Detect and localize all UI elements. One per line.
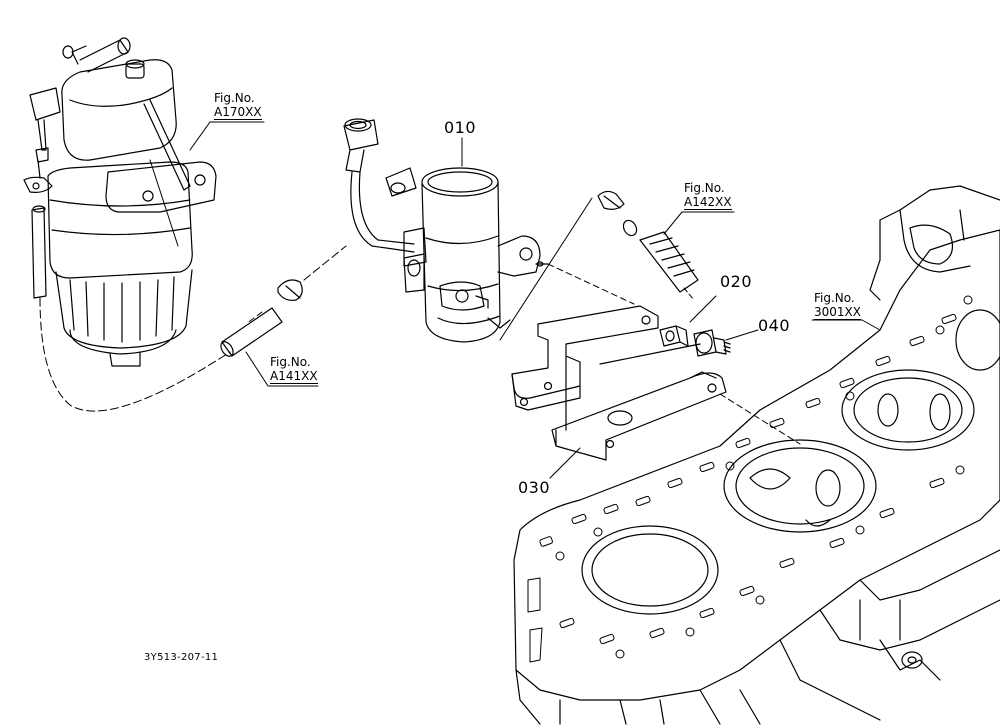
- fig-ref-3001-prefix: Fig.No.: [814, 291, 855, 305]
- fig-ref-a170-code: A170XX: [214, 105, 262, 120]
- fuel-filter-assembly: [24, 38, 230, 411]
- nut-020: [660, 326, 688, 346]
- cylinder-head: [514, 186, 1000, 724]
- fig-ref-a141-prefix: Fig.No.: [270, 355, 311, 369]
- part-number-040[interactable]: 040: [758, 316, 791, 335]
- fig-ref-3001-code: 3001XX: [814, 305, 861, 320]
- fig-ref-a141-code: A141XX: [270, 369, 318, 384]
- fuel-pump: [344, 119, 634, 342]
- leader-a142: [664, 212, 734, 234]
- leader-a170: [190, 122, 264, 150]
- fig-ref-a141[interactable]: Fig.No. A141XX: [270, 356, 318, 384]
- leader-040: [726, 330, 758, 340]
- fuel-pipe-clamp: [218, 246, 346, 358]
- fig-ref-a142-prefix: Fig.No.: [684, 181, 725, 195]
- leader-020: [690, 296, 716, 322]
- part-number-030[interactable]: 030: [518, 478, 551, 497]
- drawing-code: 3Y513-207-11: [144, 652, 219, 663]
- bolt-040: [694, 330, 730, 356]
- return-hose-spring: [598, 191, 698, 300]
- leader-a141: [246, 352, 318, 386]
- part-number-020[interactable]: 020: [720, 272, 753, 291]
- part-number-010[interactable]: 010: [444, 118, 477, 137]
- fig-ref-a142[interactable]: Fig.No. A142XX: [684, 182, 732, 210]
- fig-ref-a142-code: A142XX: [684, 195, 732, 210]
- fig-ref-a170[interactable]: Fig.No. A170XX: [214, 92, 262, 120]
- fig-ref-a170-prefix: Fig.No.: [214, 91, 255, 105]
- fig-ref-3001[interactable]: Fig.No. 3001XX: [814, 292, 861, 320]
- leader-030: [550, 448, 580, 478]
- leader-3001: [812, 320, 880, 330]
- pump-bracket: [512, 306, 800, 460]
